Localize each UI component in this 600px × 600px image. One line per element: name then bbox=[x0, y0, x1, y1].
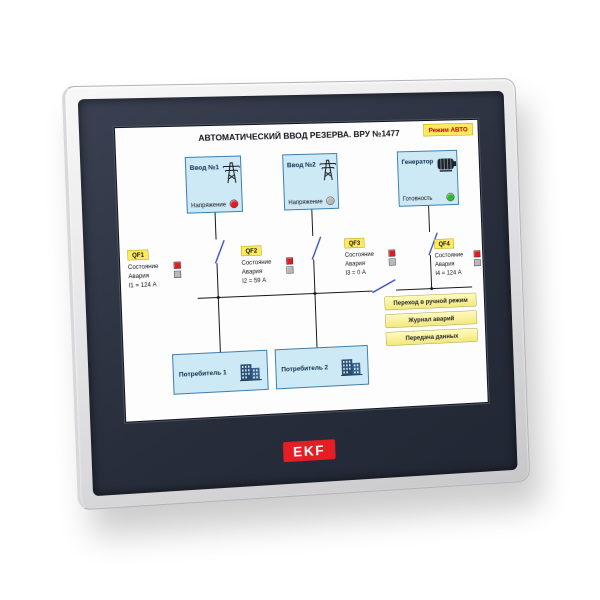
source-name: Ввод №1 bbox=[189, 163, 220, 172]
power-tower-icon bbox=[221, 160, 242, 185]
breaker-state-label: Состояние bbox=[434, 250, 464, 259]
consumer-name: Потребитель 1 bbox=[178, 368, 227, 378]
input2-feeder bbox=[311, 209, 316, 294]
source-status-label: Напряжение bbox=[288, 197, 323, 206]
breaker-alarm-indicator bbox=[473, 259, 481, 267]
source-name: Генератор bbox=[401, 157, 434, 166]
qf1-switch-symbol bbox=[215, 240, 225, 263]
consumer-block-1: Потребитель 1 bbox=[172, 349, 269, 395]
source-name: Ввод №2 bbox=[286, 160, 316, 169]
power-tower-icon bbox=[317, 157, 337, 181]
breaker-alarm-label: Авария bbox=[434, 260, 455, 268]
consumer-name: Потребитель 2 bbox=[281, 363, 329, 373]
breaker-alarm-label: Авария bbox=[128, 271, 150, 280]
breaker-panel-qf1: QF1 Состояние Авария I1 = 124 А bbox=[127, 248, 185, 289]
breaker-state-indicator bbox=[173, 261, 181, 269]
device-bezel: АВТОМАТИЧЕСКИЙ ВВОД РЕЗЕРВА. ВРУ №1477 Р… bbox=[77, 90, 518, 497]
building-icon bbox=[239, 360, 263, 382]
breaker-state-indicator bbox=[473, 250, 481, 258]
consumer2-feeder bbox=[314, 293, 319, 348]
breaker-panel-qf2: QF2 Состояние Авария I2 = 59 А bbox=[240, 244, 298, 284]
breaker-alarm-indicator bbox=[286, 266, 294, 274]
voltage-indicator-led bbox=[229, 199, 239, 209]
breaker-panel-qf3: QF3 Состояние Авария I3 = 0 А bbox=[344, 237, 400, 276]
ready-indicator-led bbox=[446, 192, 455, 202]
input1-feeder bbox=[215, 213, 218, 298]
source-block-input2: Ввод №2 Напряжение bbox=[282, 152, 340, 211]
consumer-block-2: Потребитель 2 bbox=[274, 344, 370, 390]
scada-screen: АВТОМАТИЧЕСКИЙ ВВОД РЕЗЕРВА. ВРУ №1477 Р… bbox=[114, 119, 488, 422]
breaker-state-indicator bbox=[286, 257, 294, 265]
qf4-button[interactable]: QF4 bbox=[434, 238, 455, 250]
consumer1-feeder bbox=[218, 297, 220, 351]
qf1-button[interactable]: QF1 bbox=[127, 249, 149, 261]
source-status-label: Напряжение bbox=[190, 200, 227, 209]
alarm-log-button[interactable]: Журнал аварий bbox=[384, 310, 478, 329]
qf3-tie-switch-symbol bbox=[372, 280, 396, 293]
source-block-input1: Ввод №1 Напряжение bbox=[184, 155, 244, 214]
hmi-panel-device: АВТОМАТИЧЕСКИЙ ВВОД РЕЗЕРВА. ВРУ №1477 Р… bbox=[61, 77, 531, 511]
breaker-state-indicator bbox=[388, 249, 396, 257]
menu-buttons: Переход в ручной режим Журнал аварий Пер… bbox=[384, 292, 478, 347]
qf2-button[interactable]: QF2 bbox=[240, 245, 262, 257]
single-line-diagram bbox=[115, 120, 488, 422]
mode-auto-badge[interactable]: Режим АВТО bbox=[423, 122, 474, 137]
qf2-switch-symbol bbox=[311, 237, 322, 261]
breaker-state-label: Состояние bbox=[241, 258, 272, 267]
breaker-alarm-label: Авария bbox=[345, 259, 366, 268]
breaker-alarm-indicator bbox=[388, 258, 396, 266]
qf3-button[interactable]: QF3 bbox=[344, 237, 365, 249]
breaker-state-label: Состояние bbox=[344, 250, 375, 259]
voltage-indicator-led bbox=[326, 196, 335, 206]
brand-text: EKF bbox=[292, 441, 326, 460]
breaker-alarm-label: Авария bbox=[241, 267, 263, 276]
source-status-label: Готовность bbox=[402, 194, 433, 202]
building-icon bbox=[340, 355, 363, 377]
breaker-alarm-indicator bbox=[173, 270, 182, 279]
source-block-generator: Генератор Готовность bbox=[396, 149, 460, 207]
breaker-panel-qf4: QF4 Состояние Авария I4 = 124 А bbox=[434, 237, 483, 277]
touchscreen: АВТОМАТИЧЕСКИЙ ВВОД РЕЗЕРВА. ВРУ №1477 Р… bbox=[113, 118, 489, 423]
breaker-state-label: Состояние bbox=[127, 262, 159, 271]
generator-feeder bbox=[429, 206, 432, 289]
manual-mode-button[interactable]: Переход в ручной режим bbox=[384, 292, 477, 311]
ekf-logo: EKF bbox=[282, 439, 336, 463]
generator-icon bbox=[435, 154, 459, 174]
